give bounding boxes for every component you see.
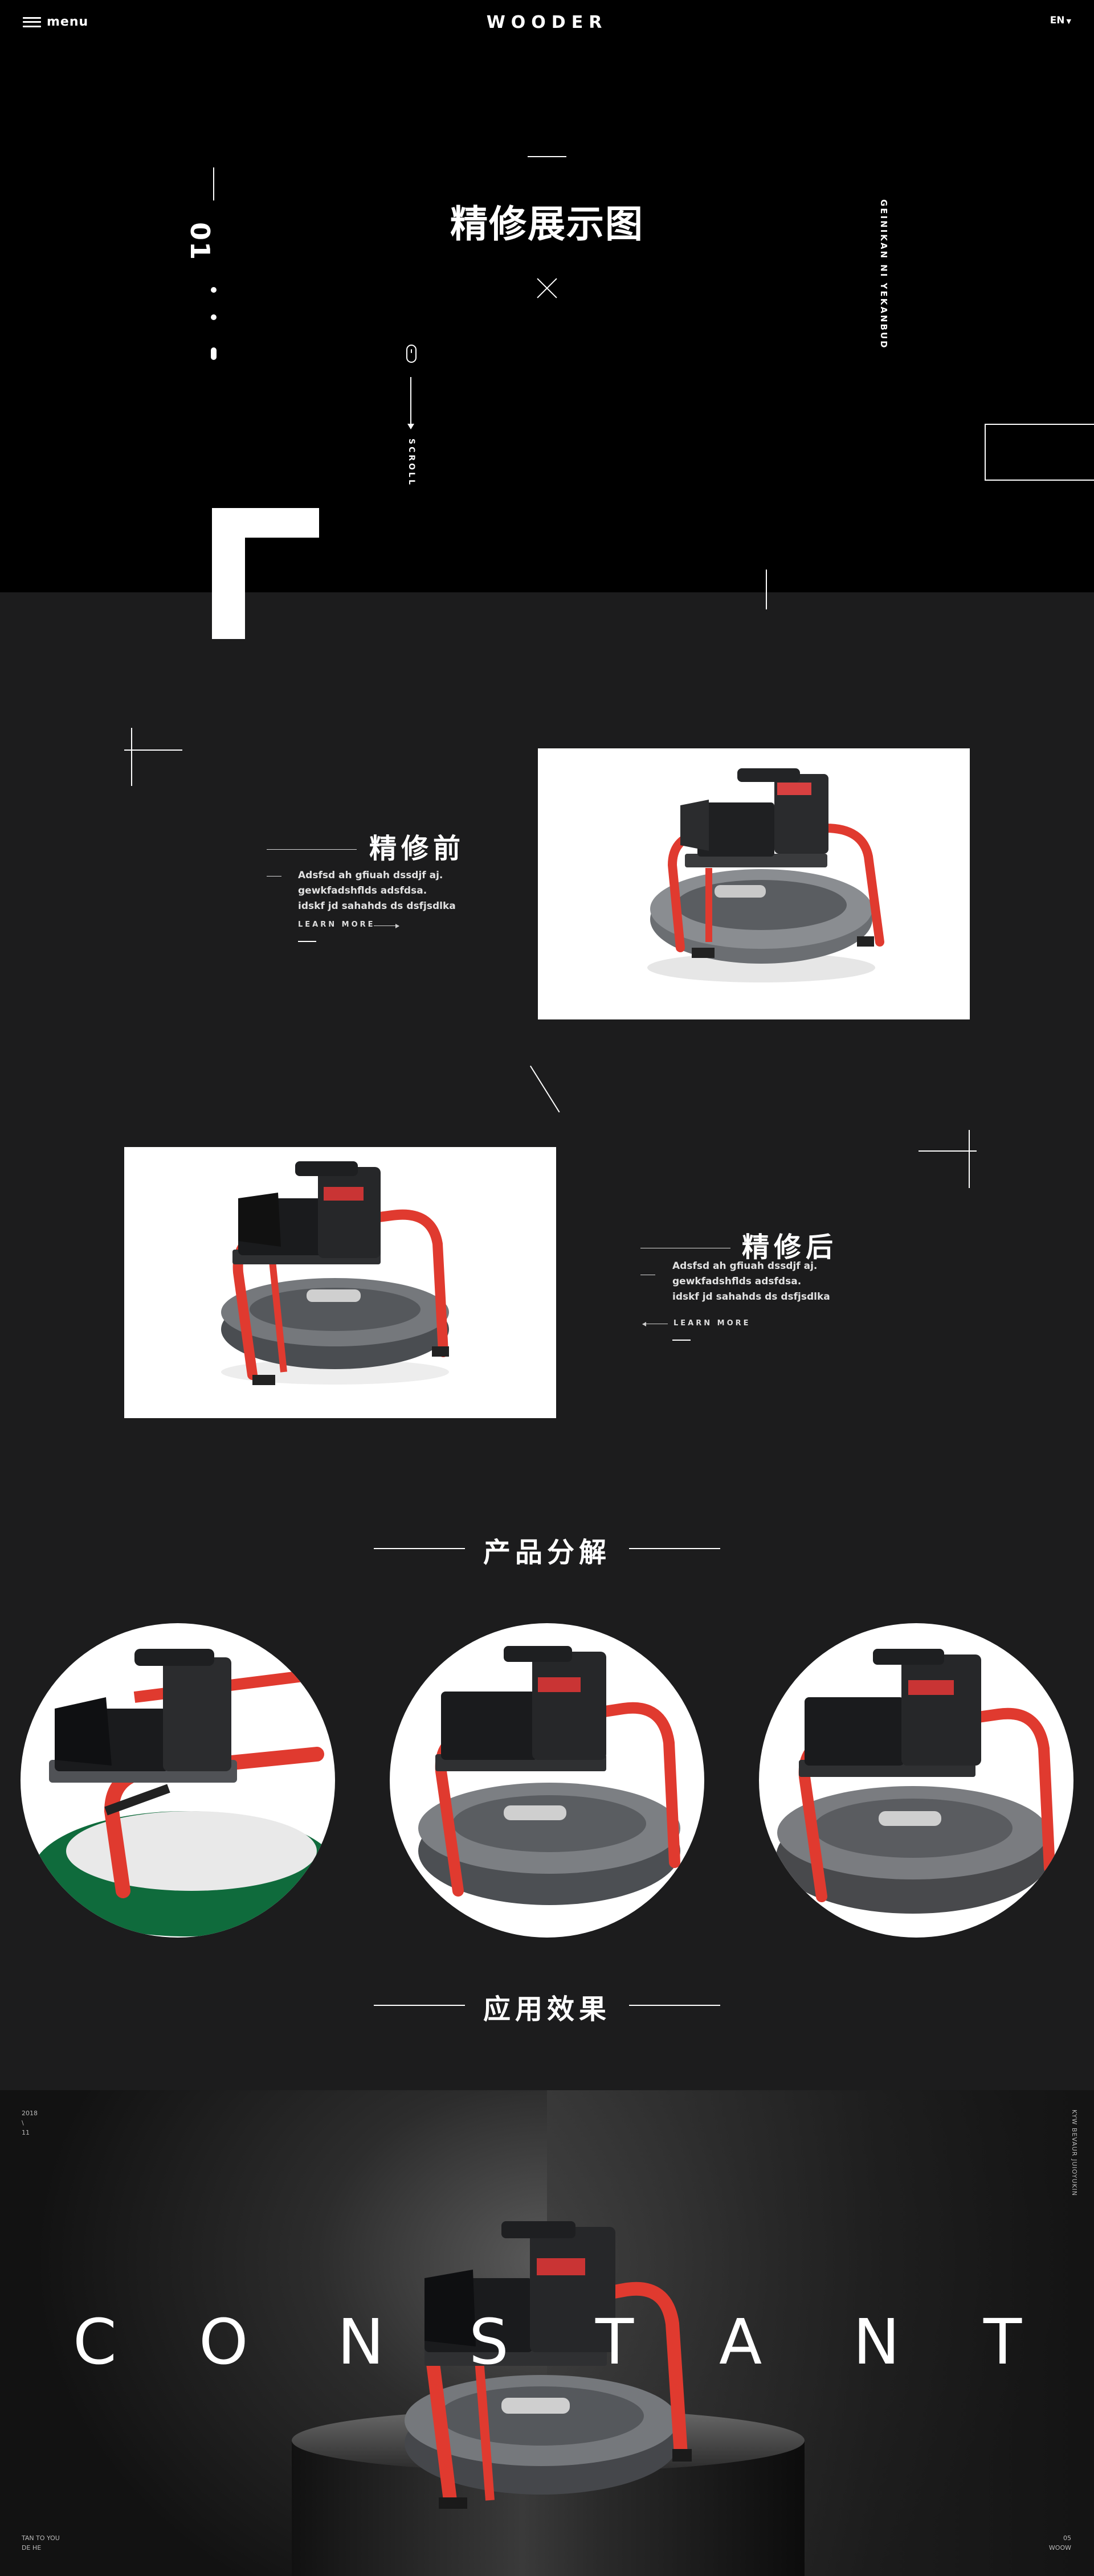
section-rule-left: [374, 2005, 465, 2006]
crosshair-decoration: [919, 1130, 977, 1188]
before-description: Adsfsd ah gfiuah dssdjf aj.gewkfadshflds…: [298, 870, 456, 912]
application-banner: C O N S T A N T 2018\11 KYW BEVAUR JUIOY…: [0, 2090, 1094, 2576]
hamburger-icon: [23, 17, 41, 27]
pager-dot[interactable]: [211, 314, 217, 320]
after-title: 精修后: [742, 1231, 838, 1263]
caret-down-icon: ▼: [1066, 18, 1071, 25]
brand-logo[interactable]: WOODER: [486, 13, 608, 32]
language-switch[interactable]: EN▼: [1050, 15, 1071, 26]
pager-dot-active[interactable]: [211, 347, 217, 360]
section-rule-right: [629, 2005, 720, 2006]
banner-letter: T: [595, 2305, 634, 2378]
desc-dash: [267, 876, 281, 877]
mouse-icon: [406, 345, 417, 363]
hero-section: menu WOODER EN▼ 01 精修展示图 SCROLL GEINIKAN…: [0, 0, 1094, 609]
banner-letter: N: [853, 2305, 900, 2378]
after-learn-more-link[interactable]: LEARN MORE: [673, 1319, 751, 1328]
outline-box: [985, 424, 1094, 481]
effect-title: 应用效果: [483, 1993, 611, 2025]
page-number-rule: [213, 167, 214, 200]
link-underline: [298, 941, 316, 942]
banner-letter: A: [719, 2305, 762, 2378]
pager-dot[interactable]: [211, 287, 217, 293]
menu-button[interactable]: menu: [23, 15, 88, 29]
vertical-tagline: GEINIKAN NI YEKANBUD: [879, 199, 889, 350]
before-learn-more-link[interactable]: LEARN MORE: [298, 920, 375, 929]
breakdown-title: 产品分解: [483, 1537, 611, 1568]
banner-vertical-tag: KYW BEVAUR JUIOYUKIN: [1071, 2110, 1078, 2196]
section-rule-left: [374, 1548, 465, 1549]
product-illustration: [647, 768, 884, 982]
banner-letter: C: [73, 2305, 117, 2378]
banner-letter: O: [199, 2305, 248, 2378]
corner-bracket-decoration: [212, 508, 319, 639]
banner-product-illustration: [405, 2221, 692, 2509]
before-title: 精修前: [369, 833, 466, 865]
close-icon[interactable]: [537, 278, 557, 298]
after-description: Adsfsd ah gfiuah dssdjf aj.gewkfadshflds…: [672, 1260, 830, 1303]
product-illustration: [221, 1161, 449, 1385]
before-product-image: [538, 748, 970, 1019]
exploded-view-illustration: [776, 1649, 1055, 1914]
breakdown-circle-2[interactable]: [390, 1623, 704, 1938]
diagonal-line: [530, 1065, 560, 1113]
scroll-hint[interactable]: SCROLL: [407, 439, 416, 487]
title-top-rule: [528, 156, 566, 157]
divider-line: [766, 570, 767, 609]
breakdown-circle-1[interactable]: [21, 1623, 335, 1938]
title-rule: [267, 849, 357, 850]
banner-date: 2018\11: [22, 2110, 38, 2136]
link-underline: [672, 1340, 691, 1341]
arrow-right-icon[interactable]: [374, 924, 399, 928]
section-rule-right: [629, 1548, 720, 1549]
exploded-view-illustration: [32, 1649, 335, 1936]
crosshair-decoration: [124, 728, 182, 786]
page-title: 精修展示图: [450, 202, 644, 246]
banner-letter: N: [337, 2305, 385, 2378]
arrow-down-icon: [407, 377, 414, 429]
banner-letter: S: [469, 2305, 509, 2378]
language-label: EN: [1050, 15, 1065, 26]
exploded-view-illustration: [418, 1646, 680, 1905]
breakdown-circle-3[interactable]: [759, 1623, 1073, 1938]
banner-letter: T: [983, 2305, 1022, 2378]
after-product-image: [124, 1147, 556, 1418]
menu-label: menu: [47, 15, 89, 29]
